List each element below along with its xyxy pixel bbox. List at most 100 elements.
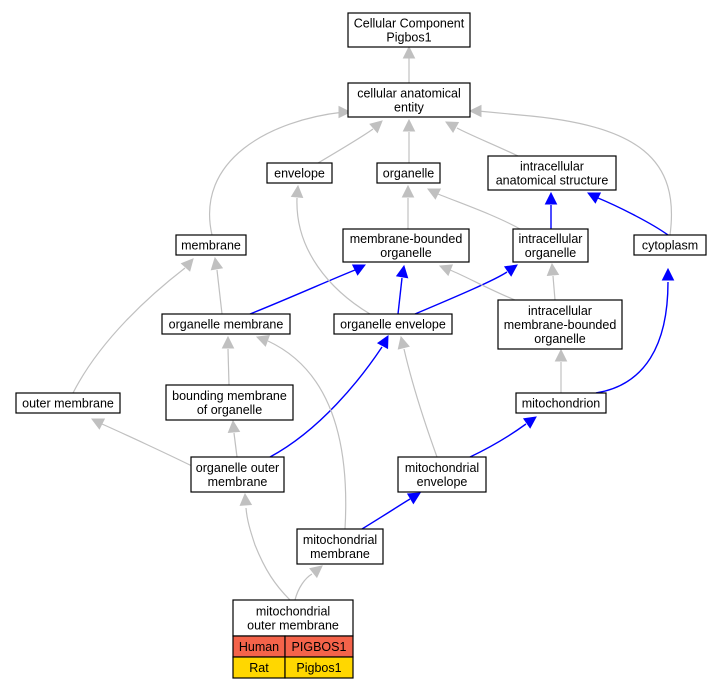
edge-oom-bmo	[233, 432, 238, 458]
node-label: organelle	[383, 167, 434, 181]
node-membrane[interactable]: membrane	[175, 234, 247, 256]
edge-menv-oe-arrowhead	[397, 335, 410, 350]
node-label: organelle	[534, 332, 585, 346]
edge-bmo-om	[227, 348, 230, 386]
species-label: Rat	[249, 661, 269, 675]
node-label: of organelle	[197, 403, 262, 417]
node-label: mitochondrial	[256, 605, 330, 619]
node-box	[232, 599, 354, 637]
edge-organelle-cae-arrowhead	[402, 118, 416, 132]
gene-label: PIGBOS1	[292, 640, 347, 654]
edge-imbo-io-arrowhead	[546, 262, 560, 276]
node-label: membrane	[181, 239, 241, 253]
node-box	[266, 162, 333, 184]
edge-imbo-mbo-arrowhead	[438, 264, 454, 277]
edge-mom-mmem-arrowhead	[309, 565, 323, 579]
edge-om-membrane-arrowhead	[210, 256, 224, 271]
node-label: organelle membrane	[169, 318, 284, 332]
node-organelle[interactable]: organelle	[376, 162, 441, 184]
species-label: Human	[239, 640, 279, 654]
edge-io-organelle-arrowhead	[426, 188, 442, 200]
node-label: outer membrane	[22, 397, 114, 411]
edge-cytoplasm-ias-arrowhead	[586, 192, 602, 204]
edge-mito-cytoplasm-arrowhead	[661, 267, 675, 281]
node-label: envelope	[417, 475, 468, 489]
edge-membrane-cae	[209, 111, 345, 236]
edge-imbo-io	[552, 275, 556, 301]
node-label: outer membrane	[247, 619, 339, 633]
edges	[72, 45, 675, 601]
edge-oe-io	[414, 271, 508, 315]
edge-cytoplasm-cae-arrowhead	[468, 104, 482, 118]
annotation-row: Human PIGBOS1	[232, 635, 354, 658]
node-box	[161, 313, 291, 335]
node-label: mitochondrion	[522, 397, 601, 411]
edge-imbo-mbo	[449, 269, 516, 301]
edge-mmem-om	[267, 340, 347, 530]
edge-mito-cytoplasm	[595, 281, 669, 394]
node-cytoplasm[interactable]: cytoplasm	[633, 234, 707, 256]
edge-outer-membrane	[72, 267, 186, 394]
node-box	[347, 12, 471, 48]
edge-oe-mbo-arrowhead	[395, 264, 409, 279]
edge-menv-mito	[469, 423, 527, 458]
edge-mom-oom	[245, 507, 291, 601]
node-envelope[interactable]: envelope	[266, 162, 333, 184]
edge-cytoplasm-ias	[597, 197, 669, 236]
gene-label: Pigbos1	[296, 661, 341, 675]
edge-oom-outer	[101, 423, 201, 471]
edge-cae-root-arrowhead	[402, 45, 416, 59]
node-box	[333, 313, 453, 335]
node-box	[190, 456, 285, 493]
edge-oe-io-arrowhead	[503, 264, 518, 277]
node-label: cytoplasm	[642, 239, 698, 253]
edge-mmem-om-arrowhead	[255, 335, 270, 347]
edge-envelope-cae-arrowhead	[369, 120, 383, 134]
edge-ias-cae	[456, 127, 519, 157]
gene-cell	[284, 656, 354, 679]
node-box	[397, 456, 487, 493]
edge-oom-oe-arrowhead	[376, 335, 389, 350]
edge-cytoplasm-cae	[477, 110, 672, 236]
node-label: entity	[394, 101, 425, 115]
node-label: membrane-bounded	[350, 232, 463, 246]
node-label: organelle	[380, 246, 431, 260]
edge-mito-imbo-arrowhead	[554, 348, 568, 362]
node-om[interactable]: organelle membrane	[161, 313, 291, 335]
node-label: intracellular	[528, 304, 592, 318]
node-label: membrane-bounded	[504, 318, 617, 332]
edge-mom-oom-arrowhead	[239, 492, 253, 506]
edge-membrane-cae-arrowhead	[338, 105, 352, 119]
edge-oe-envelope-arrowhead	[290, 184, 304, 198]
node-label: membrane	[310, 547, 370, 561]
node-label: intracellular	[519, 232, 583, 246]
node-label: anatomical structure	[496, 174, 609, 188]
node-label: intracellular	[520, 160, 584, 174]
node-mito[interactable]: mitochondrion	[515, 392, 607, 414]
node-outer[interactable]: outer membrane	[15, 392, 121, 414]
node-label: Cellular Component	[354, 17, 465, 31]
node-oe[interactable]: organelle envelope	[333, 313, 453, 335]
node-label: envelope	[274, 167, 325, 181]
edge-om-membrane	[216, 269, 223, 315]
edge-outer-membrane-arrowhead	[180, 258, 194, 272]
node-box	[376, 162, 441, 184]
edge-menv-mito-arrowhead	[522, 416, 537, 429]
edge-om-mbo-arrowhead	[351, 264, 367, 276]
node-label: bounding membrane	[172, 389, 287, 403]
node-box	[512, 228, 589, 263]
